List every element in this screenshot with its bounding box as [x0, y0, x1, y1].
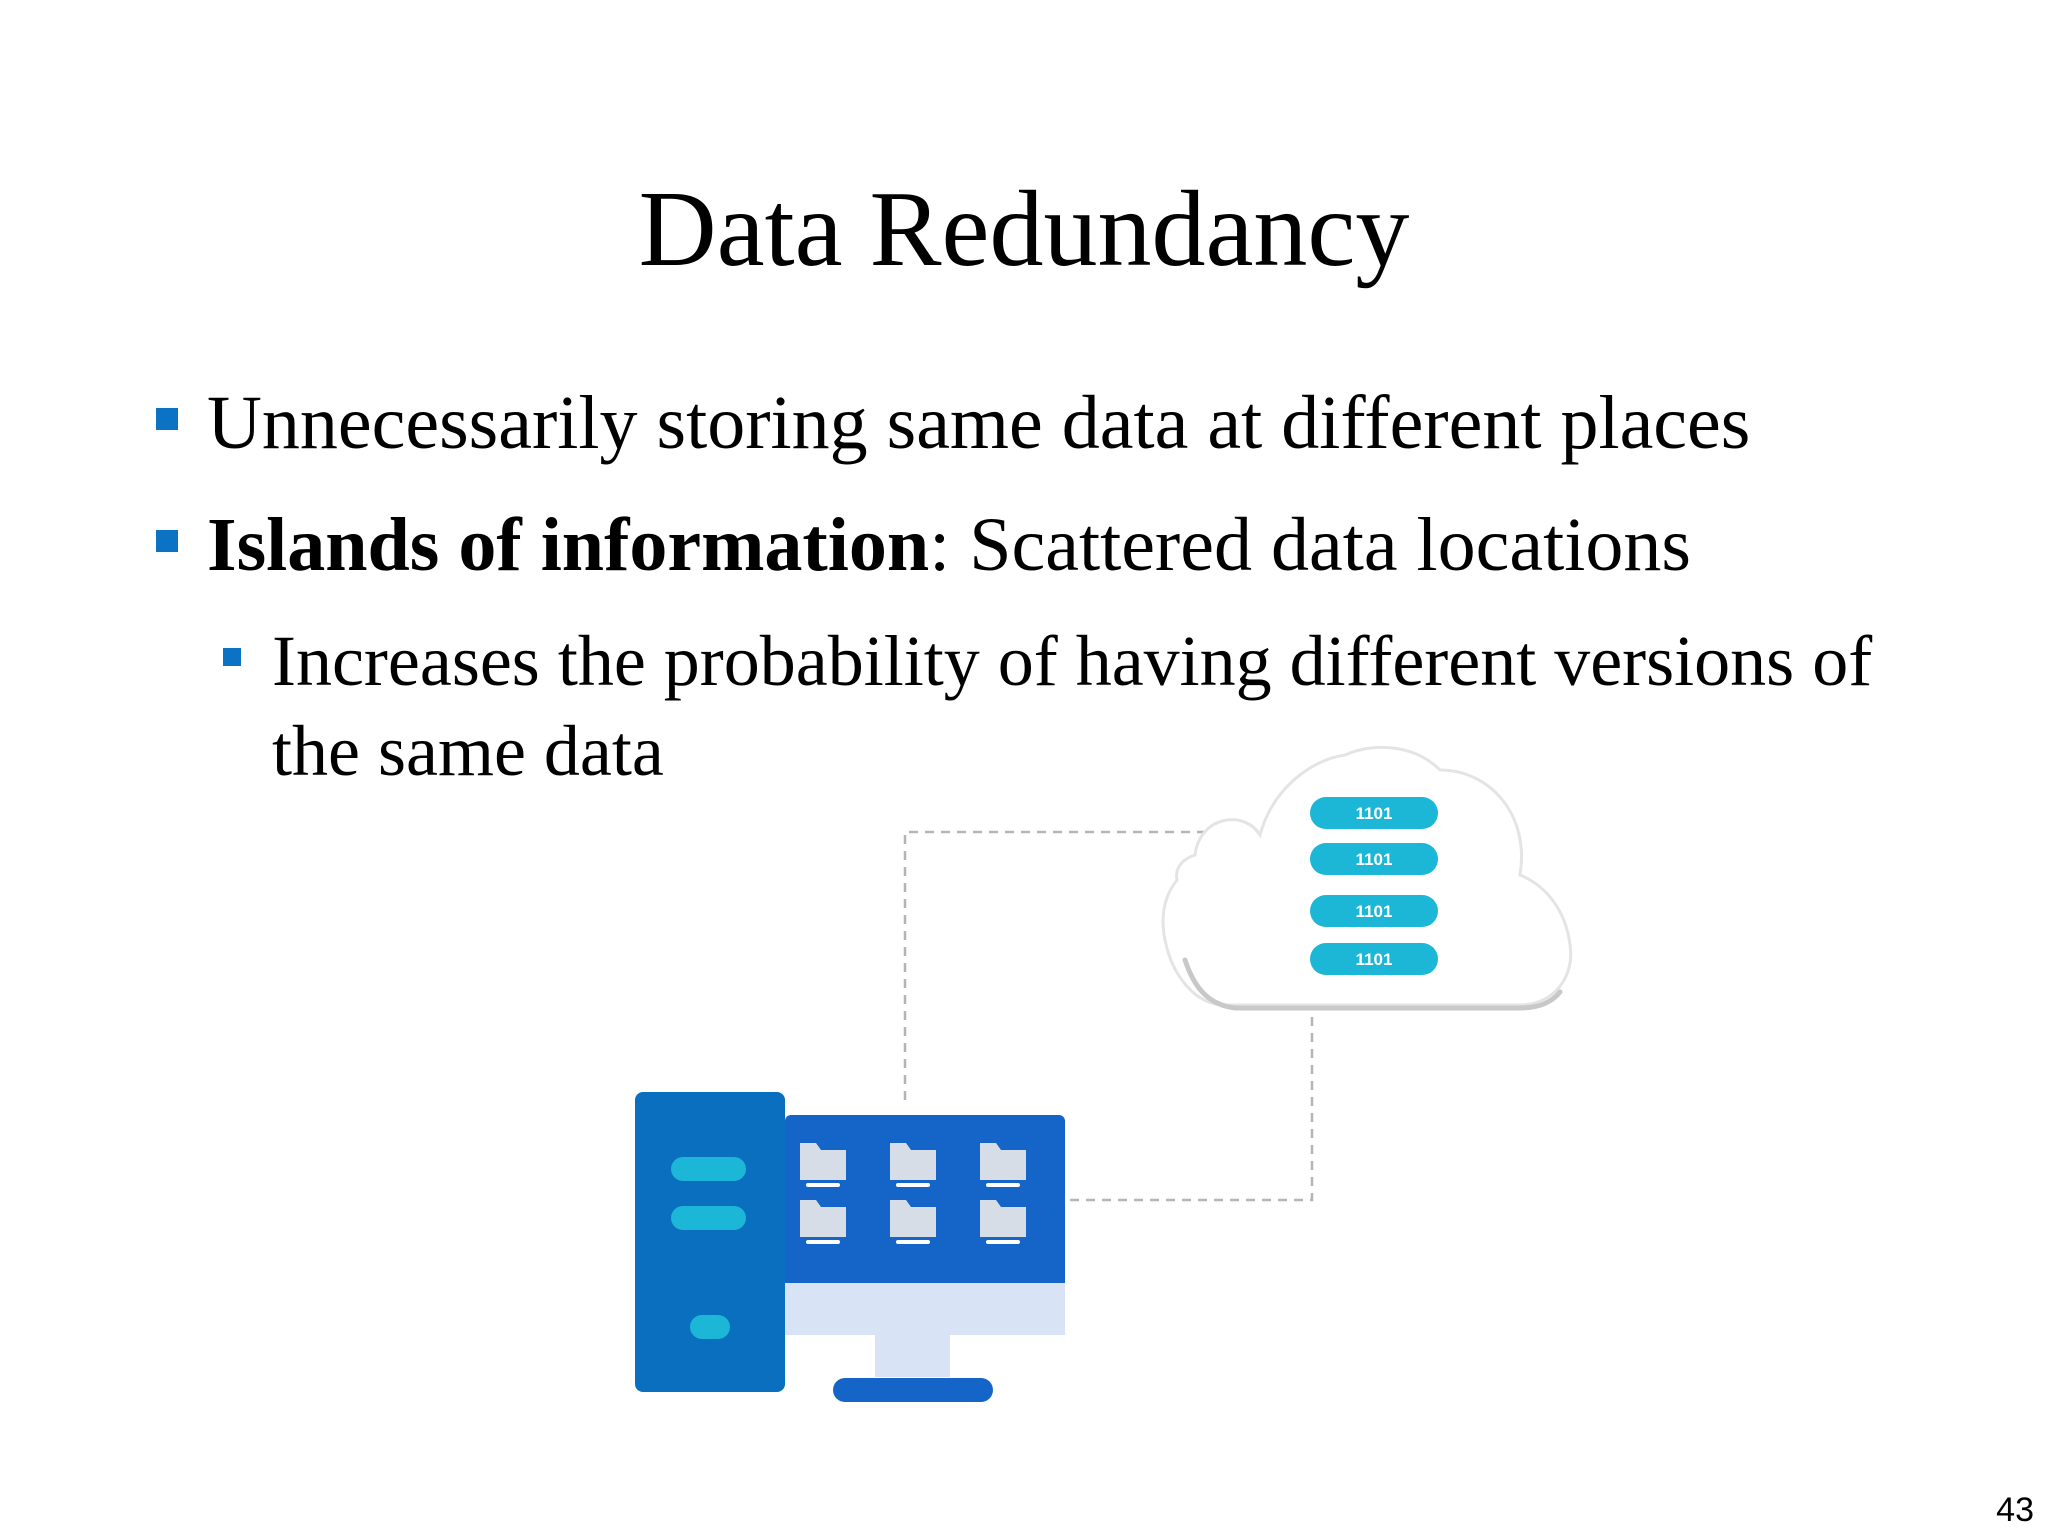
dashed-connector: [903, 830, 1314, 1202]
square-bullet-icon: [156, 408, 178, 430]
folder-icon: [890, 1200, 936, 1237]
data-pill-label: 1101: [1356, 950, 1393, 969]
folder-icon: [800, 1143, 846, 1180]
folder-icon: [980, 1200, 1026, 1237]
data-pill-label: 1101: [1356, 850, 1393, 869]
data-pill-label: 1101: [1356, 804, 1393, 823]
folder-icon: [980, 1143, 1026, 1180]
bullet-1: Unnecessarily storing same data at diffe…: [156, 378, 1751, 468]
bullet-2: Islands of information: Scattered data l…: [156, 500, 1691, 590]
data-pill-stack: 1101 1101 1101 1101: [1310, 797, 1438, 975]
data-pill-label: 1101: [1356, 902, 1393, 921]
bullet-2-text: : Scattered data locations: [929, 503, 1691, 587]
slide-title: Data Redundancy: [638, 170, 1410, 289]
computer-tower-icon: [635, 1092, 785, 1392]
sub-bullet-1-text: Increases the probability of having diff…: [272, 621, 1873, 791]
sub-bullet-1: Increases the probability of having diff…: [223, 616, 1972, 796]
page-number: 43: [1996, 1491, 2034, 1529]
folder-icon: [800, 1200, 846, 1237]
folder-icon-grid: [800, 1143, 1026, 1237]
square-bullet-icon: [156, 530, 178, 552]
folder-icon: [890, 1143, 936, 1180]
square-bullet-icon: [223, 648, 241, 666]
bullet-1-text: Unnecessarily storing same data at diffe…: [207, 381, 1751, 465]
bullet-2-bold-term: Islands of information: [207, 503, 930, 587]
cloud-icon: [1161, 745, 1573, 1011]
